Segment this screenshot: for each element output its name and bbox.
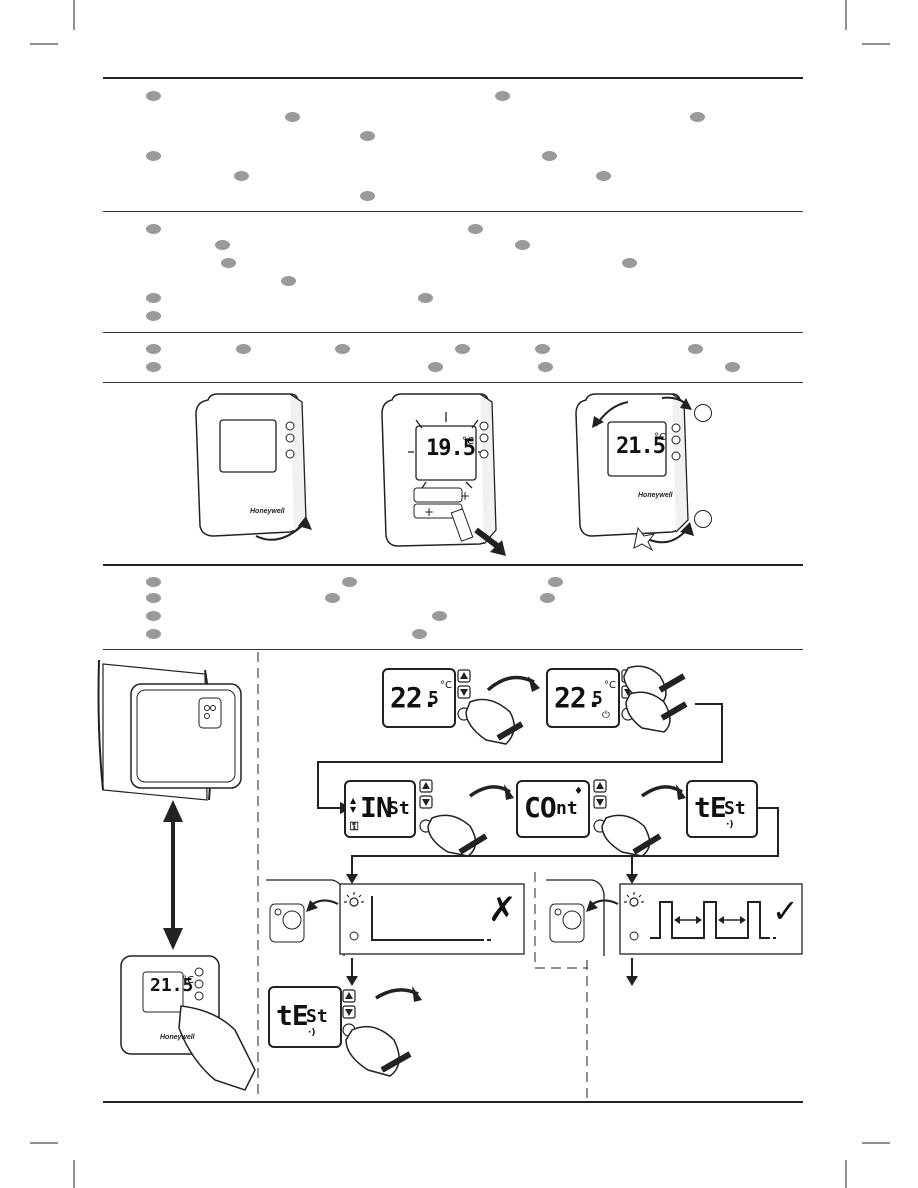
section-rule (103, 211, 803, 212)
display-unit: °C (462, 436, 474, 447)
signal-icon: ·) (308, 1028, 316, 1038)
section-rule (103, 564, 803, 566)
section-rule (103, 332, 803, 333)
screen-small: St (388, 798, 410, 819)
thermostat-battery-illustration: + + 19.5 °C (380, 390, 520, 565)
display-value: 21.5 (150, 975, 194, 996)
wrench-icon: ⚿ (350, 820, 359, 833)
screen-main: 22. (390, 681, 439, 714)
screen-main: tE (276, 999, 309, 1032)
result-panel-pass (546, 879, 803, 956)
lcd-display: 21.5 °C (614, 428, 666, 472)
screen-small: St (306, 1006, 328, 1027)
section-rule (103, 1101, 803, 1103)
screen-main: 22. (554, 681, 603, 714)
svg-text:+: + (424, 505, 434, 519)
screen-main: IN (360, 791, 393, 824)
signal-icon: ·) (726, 820, 734, 830)
fail-icon: ✗ (488, 890, 517, 930)
display-value: 21.5 (616, 434, 666, 459)
section-rule (103, 77, 803, 79)
wall-install-illustration (97, 659, 256, 1091)
screen-small: 5 (428, 688, 439, 709)
step-callout-b (694, 510, 712, 528)
result-panel-fail (266, 879, 525, 956)
thermostat-closed-illustration: Honeywell (190, 390, 330, 550)
lcd-display: 19.5 °C (420, 430, 476, 476)
lcd-screen-cont: CO nt ♦ (516, 780, 590, 838)
lcd-screen-standby: 22. 5 °C ⏻ (546, 668, 620, 728)
section-rule (103, 649, 803, 650)
brand-logo: Honeywell (250, 508, 285, 515)
lcd-screen-inst: ▲▼ IN St ⚿ (344, 780, 416, 838)
flame-icon: ♦ (574, 786, 583, 797)
brand-logo: Honeywell (160, 1034, 195, 1041)
screen-main: CO (524, 791, 557, 824)
screen-small: St (724, 798, 746, 819)
thermostat-running-illustration: 21.5 °C Honeywell (572, 388, 722, 553)
display-value: 19.5 (426, 436, 476, 461)
up-down-icon: ▲▼ (350, 796, 357, 814)
screen-unit: °C (440, 680, 452, 691)
pass-icon: ✓ (772, 892, 799, 930)
wall-thermostat-display: 21.5 (150, 975, 193, 1005)
lcd-screen-test: tE St ·) (686, 780, 758, 838)
screen-main: tE (694, 791, 727, 824)
lcd-screen-temp-1: 22. 5 °C (382, 668, 456, 728)
screen-small: 5 (592, 688, 603, 709)
step-callout-a (694, 404, 712, 422)
power-icon: ⏻ (602, 710, 610, 721)
screen-small: nt (556, 798, 578, 819)
section-rule (103, 382, 803, 383)
lcd-screen-test-retry: tE St ·) (268, 986, 342, 1048)
display-unit: °C (182, 975, 194, 986)
screen-unit: °C (604, 680, 616, 691)
svg-text:+: + (460, 489, 470, 503)
display-unit: °C (654, 432, 666, 443)
brand-logo: Honeywell (638, 492, 673, 499)
